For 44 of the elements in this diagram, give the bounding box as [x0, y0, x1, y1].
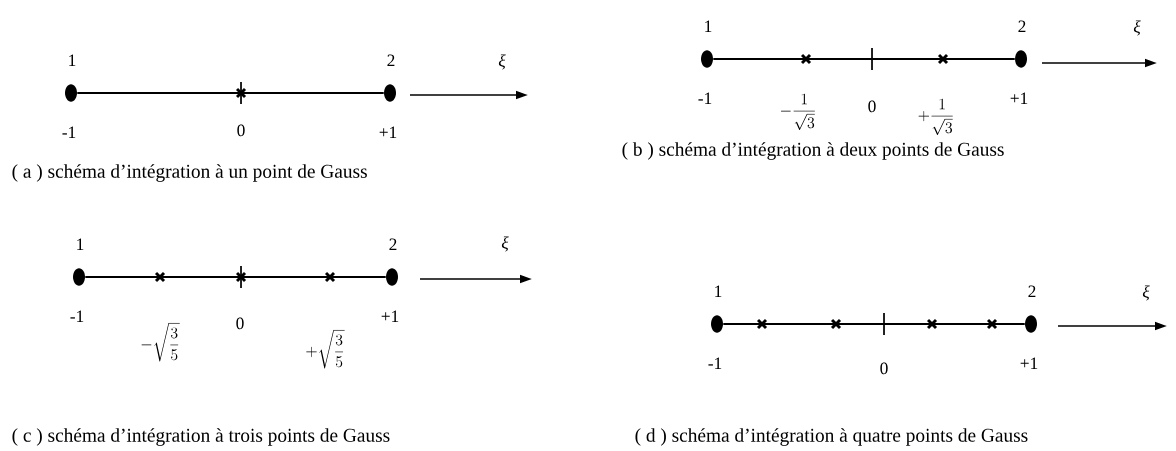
gauss-point-label: $-\sqrt{\frac{3}{5}}$ — [141, 323, 180, 362]
coordinate-label: -1 — [698, 92, 712, 104]
caption: ( c ) schéma d’intégration à trois points de Gauss — [12, 428, 390, 446]
gauss-point-label: $-\frac{1}{\sqrt{3}}$ — [780, 93, 815, 130]
end-node: 1 — [65, 54, 77, 102]
axis-label: ξ — [1133, 20, 1141, 36]
end-node: 2 — [1025, 285, 1037, 333]
node-label: 1 — [715, 285, 722, 298]
end-node: 2 — [384, 54, 396, 102]
coordinate-label: +1 — [1010, 92, 1028, 104]
axis-label: ξ — [1142, 285, 1150, 301]
node-label: 1 — [705, 20, 712, 33]
node-label: 1 — [77, 238, 84, 251]
coordinate-label: -1 — [708, 357, 722, 369]
node-label: 2 — [389, 238, 397, 251]
gauss-point-label: $+\sqrt{\frac{3}{5}}$ — [306, 330, 345, 369]
coordinate-label: 0 — [868, 100, 876, 113]
coordinate-label: 0 — [236, 317, 244, 330]
gauss-point-label: $+\frac{1}{\sqrt{3}}$ — [918, 98, 953, 135]
element-line — [722, 323, 1026, 325]
coordinate-label: +1 — [1020, 357, 1038, 369]
end-node: 2 — [1015, 20, 1027, 68]
coordinate-label: -1 — [70, 310, 84, 322]
node-label: 2 — [1028, 285, 1036, 298]
axis-label: ξ — [498, 54, 506, 70]
caption: ( d ) schéma d’intégration à quatre points de Gauss — [635, 428, 1028, 446]
node-label: 1 — [69, 54, 76, 67]
coordinate-label: +1 — [381, 310, 399, 322]
coordinate-label: +1 — [379, 126, 397, 138]
element-line — [712, 58, 1016, 60]
coordinate-label: 0 — [880, 362, 888, 375]
end-node: 1 — [711, 285, 723, 333]
coordinate-label: -1 — [62, 126, 76, 138]
node-label: 2 — [387, 54, 395, 67]
end-node: 1 — [701, 20, 713, 68]
end-node: 2 — [386, 238, 398, 286]
end-node: 1 — [73, 238, 85, 286]
element-line — [84, 276, 387, 278]
caption: ( a ) schéma d’intégration à un point de Gauss — [12, 164, 367, 182]
coordinate-label: 0 — [237, 124, 245, 137]
axis-label: ξ — [501, 236, 509, 252]
caption: ( b ) schéma d’intégration à deux points de Gauss — [622, 142, 1004, 160]
node-label: 2 — [1018, 20, 1026, 33]
element-line — [76, 92, 385, 94]
